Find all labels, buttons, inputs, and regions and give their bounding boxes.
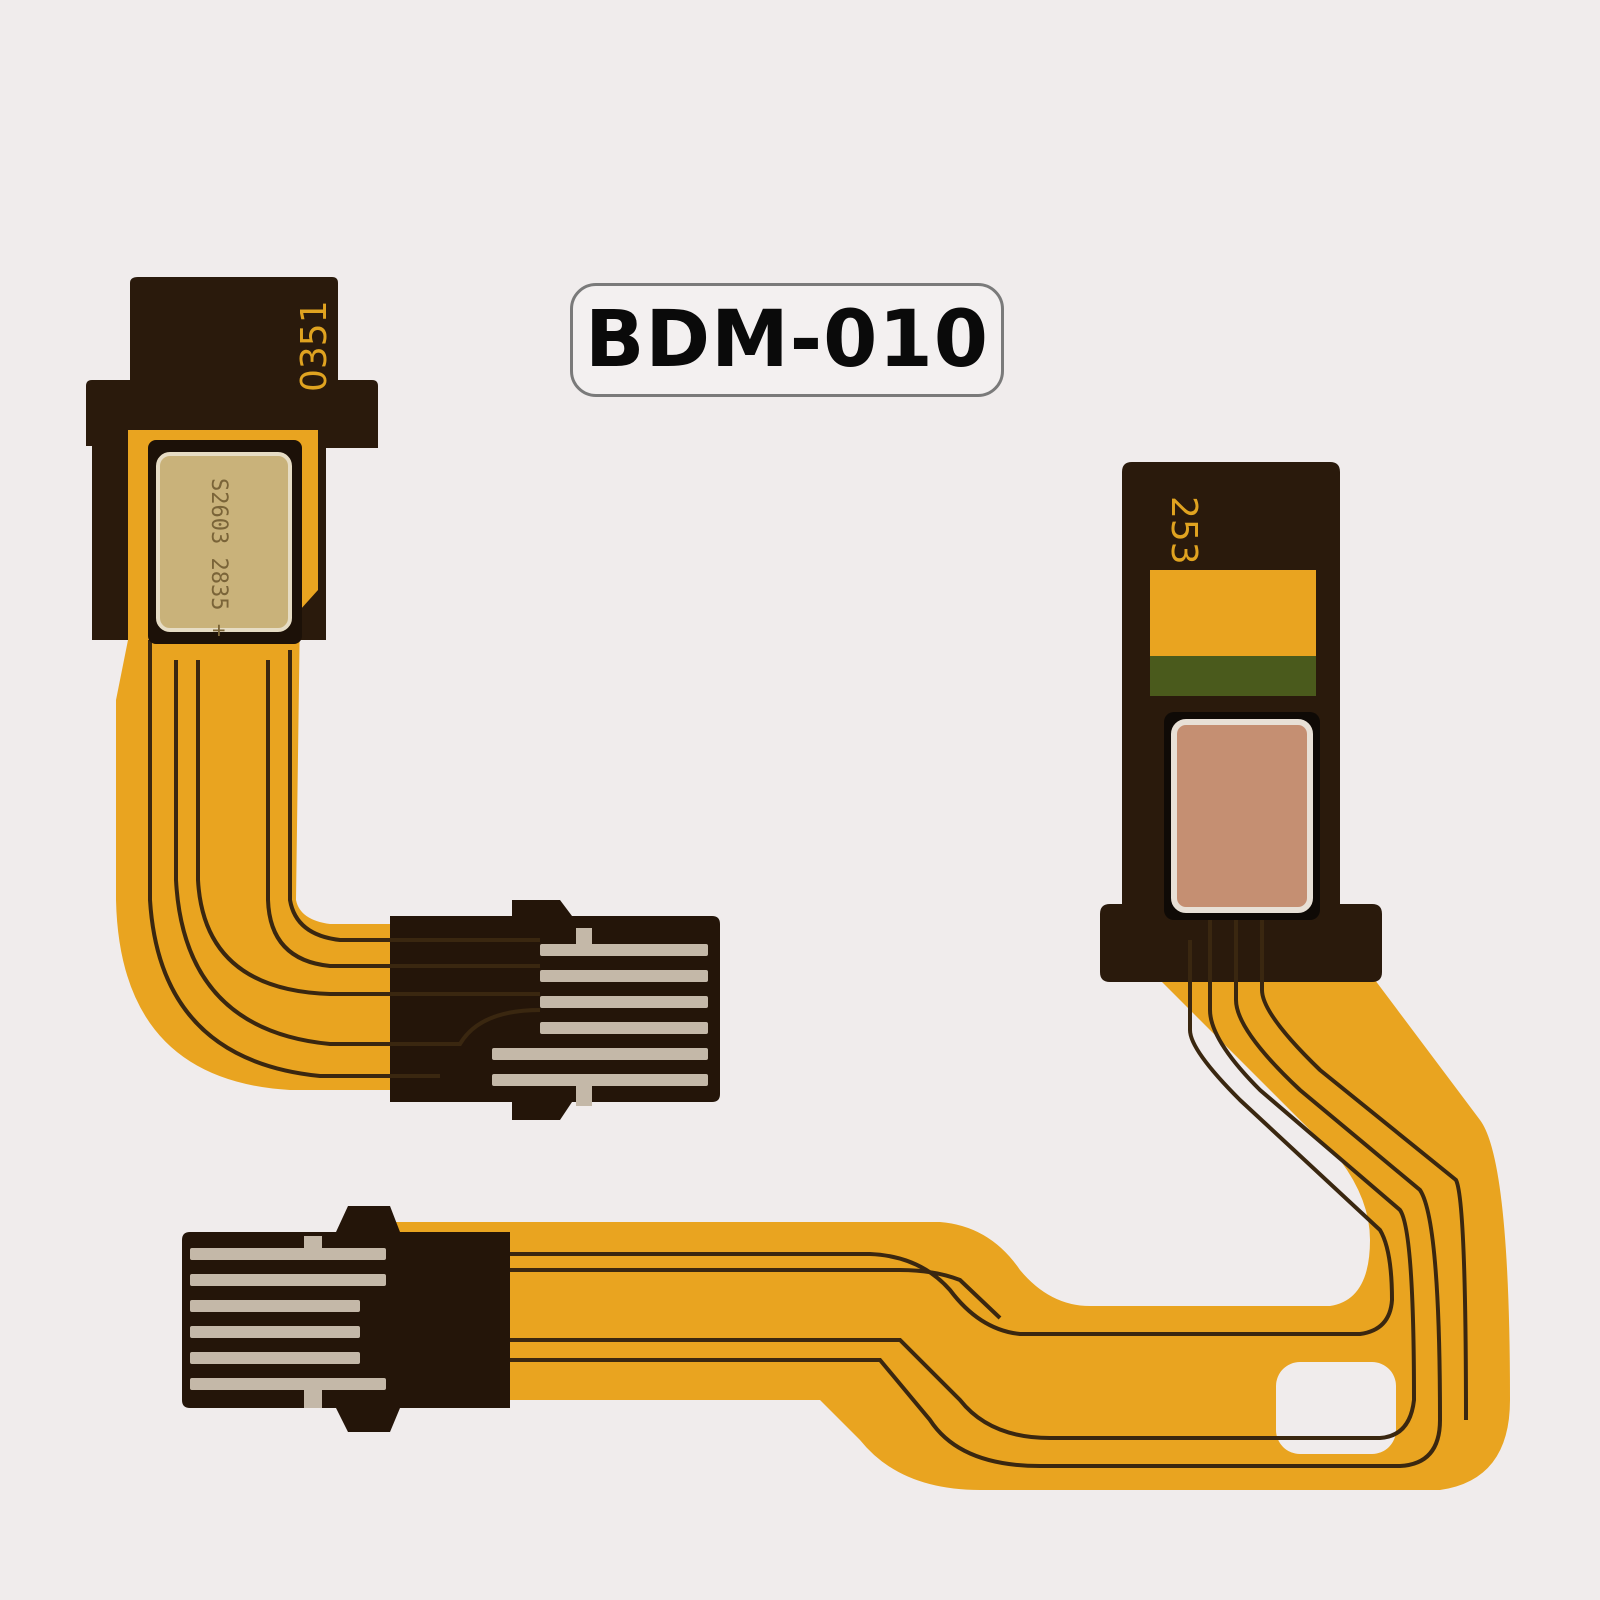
right-cable-traces (360, 920, 1468, 1468)
right-cable-contacts (190, 1236, 386, 1408)
right-mic-can (1171, 719, 1313, 913)
product-label: BDM-010 (584, 295, 989, 385)
left-part-code: 0351 (294, 300, 335, 392)
right-cable-body (360, 960, 1510, 1490)
left-cable-contacts (492, 928, 708, 1106)
left-mic-marking: S2603 2835 + (206, 478, 231, 637)
right-part-code: 253 (1163, 496, 1204, 565)
right-cable-connector-base (182, 1206, 510, 1432)
right-cable-hole (1276, 1362, 1396, 1454)
right-cable-amber-patch (1150, 570, 1316, 658)
left-cable-traces (148, 640, 541, 1078)
right-cable-green-band (1150, 656, 1316, 696)
left-mic-can (156, 452, 292, 632)
product-label-box: BDM-010 (570, 283, 1004, 397)
